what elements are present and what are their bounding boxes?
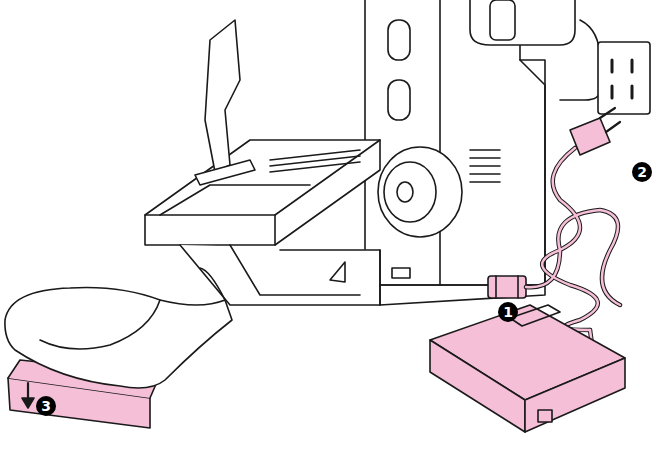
tray-edge — [230, 245, 360, 295]
waste-tray — [180, 245, 380, 305]
bed-lines — [270, 150, 360, 172]
body-edge — [520, 60, 545, 285]
power-switch — [392, 268, 410, 278]
thread-stand — [560, 20, 600, 100]
dial-knob — [388, 80, 410, 120]
shoe — [5, 288, 232, 389]
callout-number: 2 — [632, 162, 652, 182]
triangle-mark — [330, 262, 345, 282]
upper-arm — [470, 0, 575, 45]
dial-knob — [388, 20, 410, 60]
plug-lines — [496, 276, 518, 298]
handwheel — [378, 147, 462, 237]
side-panel — [280, 250, 380, 305]
bed-edge — [274, 215, 276, 245]
ankle-line — [200, 268, 225, 300]
controller-cord-plug — [538, 410, 552, 422]
presser-foot — [195, 160, 255, 185]
shoe-line — [40, 300, 160, 349]
machine-bed — [145, 140, 380, 245]
foot-controller-side — [525, 358, 625, 432]
outlet-slots — [612, 60, 632, 98]
handwheel-center — [397, 182, 413, 202]
spool-pin — [490, 0, 515, 40]
handwheel-hub — [384, 162, 436, 222]
machine-plug — [488, 276, 526, 298]
bed-edge — [145, 140, 380, 215]
plug-prongs — [600, 108, 620, 132]
press-arrow-head — [22, 398, 34, 408]
callout-number: 3 — [36, 396, 56, 416]
needle-assembly — [205, 20, 240, 172]
callout-number: 1 — [498, 302, 518, 322]
foot-controller-front — [430, 340, 525, 432]
wall-outlet — [598, 42, 650, 114]
extension-table — [160, 185, 310, 215]
body-seam — [439, 0, 441, 285]
vent-slots — [470, 150, 500, 182]
